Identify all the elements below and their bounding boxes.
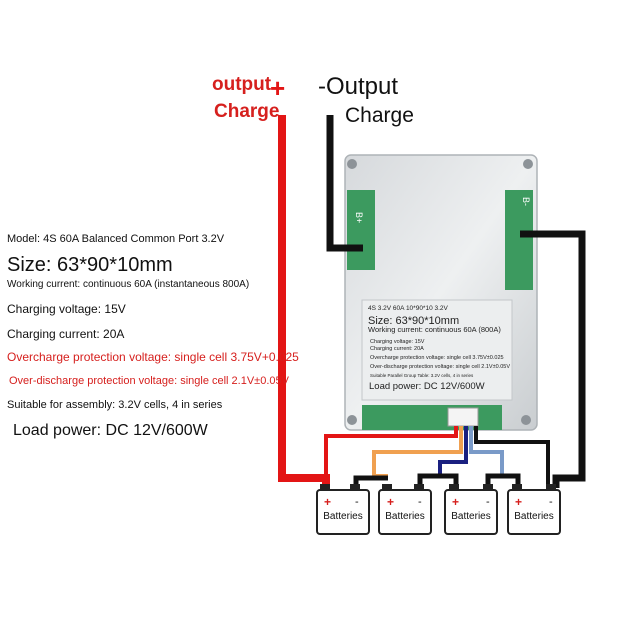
series-link-2 [417, 473, 459, 488]
wires [278, 115, 586, 488]
battery-3-plus: + [452, 495, 459, 509]
spec-overdischarge: Over-discharge protection voltage: singl… [9, 375, 289, 387]
balance-wire-1 [324, 426, 458, 488]
battery-3-label: Batteries [451, 511, 490, 522]
battery-2-minus: - [418, 496, 422, 508]
positive-output-label: output [212, 74, 272, 95]
negative-output-label: -Output [318, 73, 398, 100]
balance-wire-2 [372, 426, 463, 478]
battery-1-plus: + [324, 495, 331, 509]
spec-load-power: Load power: DC 12V/600W [13, 422, 208, 439]
battery-4-minus: - [549, 496, 553, 508]
battery-4-label: Batteries [514, 511, 553, 522]
spec-assembly: Suitable for assembly: 3.2V cells, 4 in … [7, 399, 223, 411]
b-minus-wire [520, 230, 586, 488]
screw-icon [521, 415, 531, 425]
screw-icon [347, 415, 357, 425]
board-size: Size: 63*90*10mm [368, 315, 459, 327]
negative-output-wire [326, 115, 363, 252]
spec-working-current: Working current: continuous 60A (instant… [7, 279, 250, 290]
bms-board [344, 154, 538, 431]
series-link-3 [485, 473, 521, 488]
b-plus-label: B+ [354, 212, 364, 223]
plus-sign-icon: + [270, 73, 285, 103]
board-load-power: Load power: DC 12V/600W [369, 381, 485, 392]
battery-1 [316, 484, 370, 535]
spec-charging-current: Charging current: 20A [7, 327, 125, 341]
battery-3-minus: - [486, 496, 490, 508]
battery-1-minus: - [355, 496, 359, 508]
board-working-current: Working current: continuous 60A (800A) [368, 325, 501, 334]
battery-2-label: Batteries [385, 511, 424, 522]
battery-2-plus: + [387, 495, 394, 509]
board-overcharge: Overcharge protection voltage: single ce… [370, 355, 504, 361]
spec-model: Model: 4S 60A Balanced Common Port 3.2V [7, 233, 225, 245]
board-charging-current: Charging current: 20A [370, 346, 424, 352]
positive-wire [278, 115, 330, 488]
balance-connector [447, 407, 479, 427]
positive-charge-label: Charge [214, 101, 279, 122]
screw-icon [523, 159, 533, 169]
spec-size: Size: 63*90*10mm [7, 254, 173, 276]
b-minus-label: B- [521, 197, 531, 206]
balance-wire-5 [474, 426, 550, 488]
battery-3 [444, 484, 498, 535]
pcb-strip [362, 405, 502, 430]
board-header: 4S 3.2V 60A 10*90*10 3.2V [368, 305, 449, 312]
battery-2 [378, 484, 432, 535]
screw-icon [347, 159, 357, 169]
battery-4 [507, 484, 561, 535]
battery-4-plus: + [515, 495, 522, 509]
negative-charge-label: Charge [345, 104, 414, 127]
b-plus-pad [347, 190, 375, 270]
balance-wire-4 [469, 426, 504, 476]
board-overdischarge: Over-discharge protection voltage: singl… [370, 364, 510, 370]
board-assembly: Suitable Parallel Group Table: 3.2V cell… [370, 373, 474, 378]
battery-1-label: Batteries [323, 511, 362, 522]
board-label-sticker [361, 299, 513, 401]
balance-wire-3 [438, 426, 468, 476]
spec-charging-voltage: Charging voltage: 15V [7, 302, 126, 316]
b-minus-pad [505, 190, 533, 290]
spec-overcharge: Overcharge protection voltage: single ce… [7, 350, 299, 364]
board-charging-voltage: Charging voltage: 15V [370, 339, 425, 345]
